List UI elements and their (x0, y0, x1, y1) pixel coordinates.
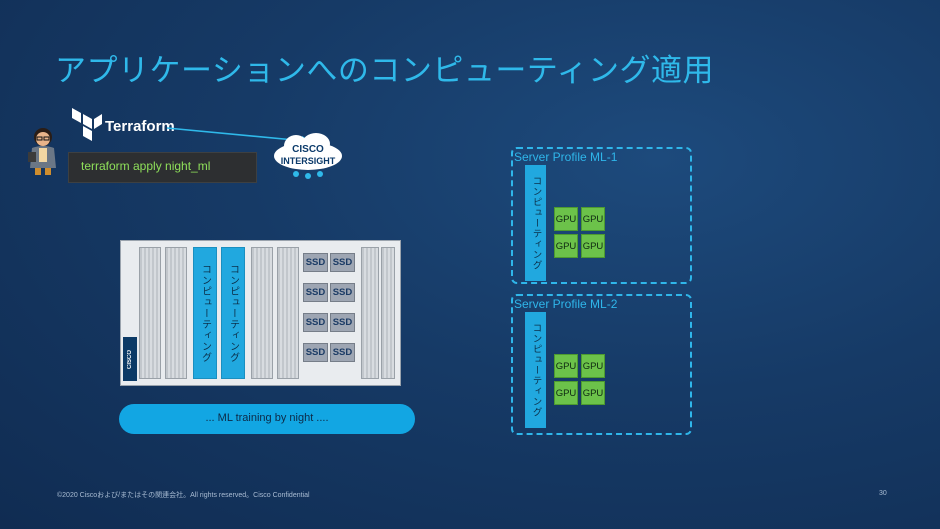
chassis-blade (139, 247, 161, 379)
chassis-blade (251, 247, 273, 379)
ml-training-banner: ... ML training by night .... (119, 404, 415, 434)
footer-copyright: ©2020 Ciscoおよび/またはその関連会社。All rights rese… (57, 492, 310, 499)
server-profile-ml-1 (511, 147, 692, 284)
compute-blade: コンピューティング (221, 247, 245, 379)
terminal-command-text: terraform apply night_ml (81, 159, 211, 173)
gpu-chip: GPU (581, 381, 605, 405)
intersight-line2: INTERSIGHT (280, 156, 336, 166)
intersight-line1: CISCO (292, 144, 324, 155)
ssd-module: SSD (330, 253, 355, 272)
server-profile-title: Server Profile ML-1 (514, 150, 618, 164)
chassis-blade (361, 247, 379, 379)
gpu-chip: GPU (554, 207, 578, 231)
compute-blade: コンピューティング (193, 247, 217, 379)
gpu-chip: GPU (581, 354, 605, 378)
compute-bar-label: コンピューティング (530, 175, 542, 271)
intersight-logo: CISCO INTERSIGHT (272, 132, 344, 182)
cloud-icon (274, 133, 342, 179)
slide-title: アプリケーションへのコンピューティング適用 (55, 53, 715, 88)
gpu-chip: GPU (581, 207, 605, 231)
compute-bar: コンピューティング (525, 165, 546, 281)
terraform-label: Terraform (105, 118, 175, 135)
gpu-chip: GPU (554, 234, 578, 258)
ssd-module: SSD (303, 253, 328, 272)
chassis-blade (165, 247, 187, 379)
gpu-chip: GPU (554, 381, 578, 405)
compute-blade-label: コンピューティング (199, 263, 211, 363)
terminal-command-box: terraform apply night_ml (68, 152, 257, 183)
cisco-badge: CISCO (123, 337, 137, 381)
ssd-module: SSD (330, 283, 355, 302)
chassis-blade (381, 247, 395, 379)
ssd-module: SSD (303, 313, 328, 332)
chassis-blade (277, 247, 299, 379)
person-icon (28, 128, 56, 175)
gpu-chip: GPU (581, 234, 605, 258)
compute-bar-label: コンピューティング (530, 322, 542, 418)
server-profile-title: Server Profile ML-2 (514, 297, 618, 311)
page-number: 30 (879, 490, 887, 497)
compute-bar: コンピューティング (525, 312, 546, 428)
server-profile-ml-2 (511, 294, 692, 435)
server-chassis: CISCO コンピューティング コンピューティング SSD SSD SSD SS… (120, 240, 401, 386)
compute-blade-label: コンピューティング (227, 263, 239, 363)
terraform-logo-icon (72, 108, 102, 141)
ssd-module: SSD (330, 343, 355, 362)
ml-training-text: ... ML training by night .... (205, 412, 329, 424)
ssd-module: SSD (303, 283, 328, 302)
gpu-chip: GPU (554, 354, 578, 378)
ssd-module: SSD (303, 343, 328, 362)
ssd-module: SSD (330, 313, 355, 332)
cisco-badge-text: CISCO (127, 349, 133, 369)
